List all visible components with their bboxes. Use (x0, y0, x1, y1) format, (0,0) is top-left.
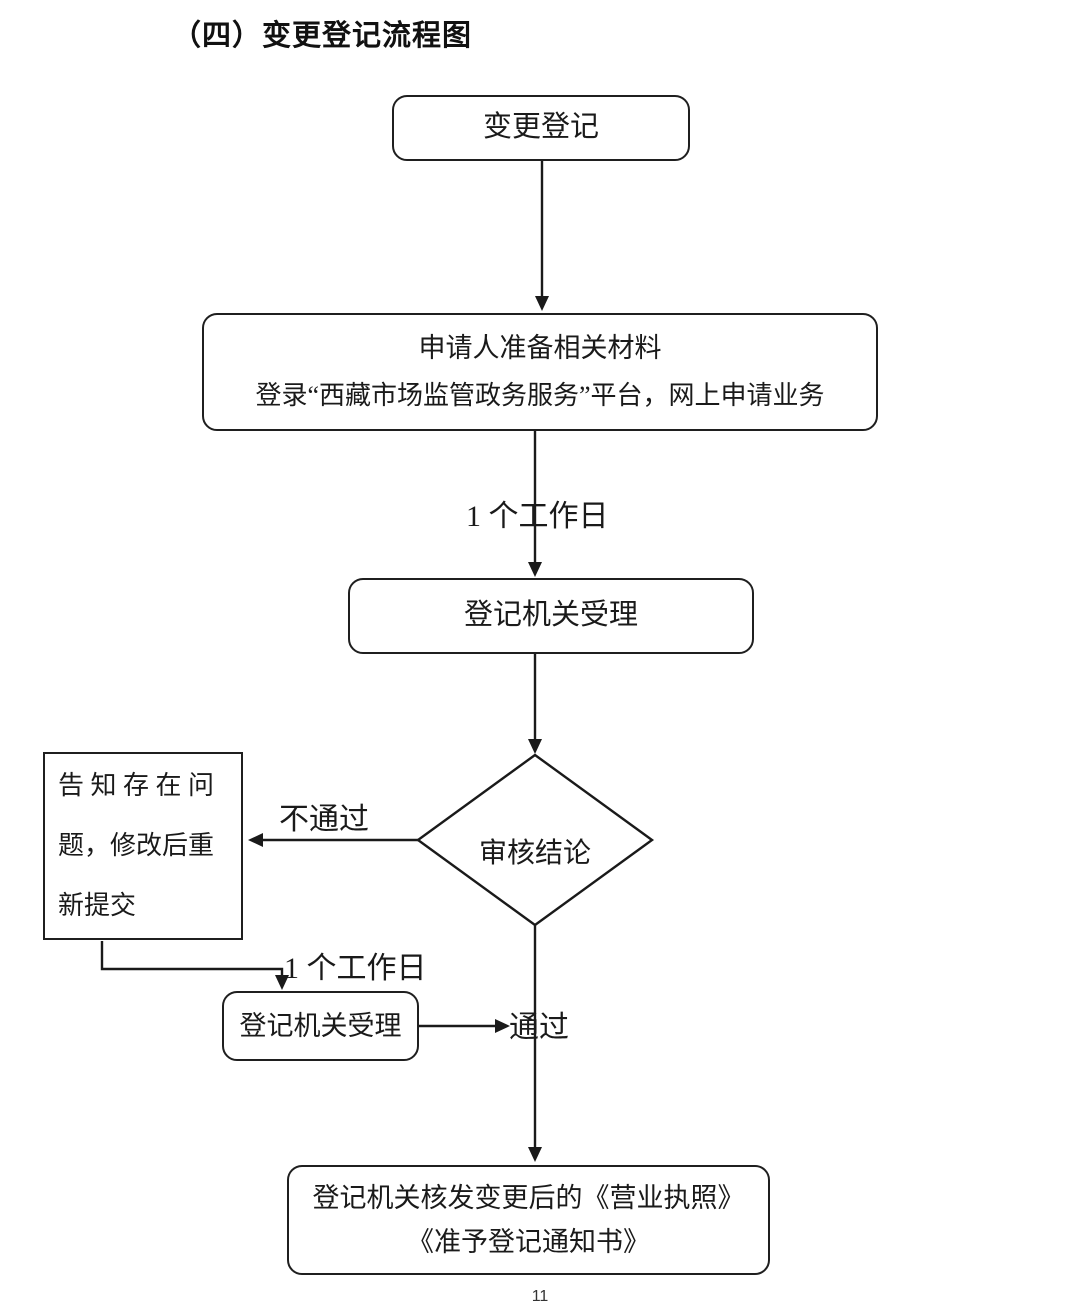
arrowhead-down-result (528, 1147, 542, 1162)
accept2-label: 登记机关受理 (239, 1010, 402, 1041)
prepare-line2: 登录“西藏市场监管政务服务”平台，网上申请业务 (255, 381, 825, 411)
label-passed: 通过 (509, 1011, 569, 1044)
arrowhead-left-fail (248, 833, 263, 847)
accept1-label: 登记机关受理 (463, 599, 638, 632)
arrowhead-right-pass (495, 1019, 510, 1033)
label-workday-1: 1 个工作日 (466, 500, 609, 533)
node-prepare-materials: 申请人准备相关材料 登录“西藏市场监管政务服务”平台，网上申请业务 (202, 313, 878, 431)
decision-label: 审核结论 (478, 838, 591, 869)
prepare-line1: 申请人准备相关材料 (418, 333, 662, 364)
arrowhead-down-3 (528, 739, 542, 754)
node-notify-problems: 告 知 存 在 问 题，修改后重 新提交 (43, 752, 243, 940)
node-start-label: 变更登记 (482, 111, 599, 144)
connector-notify-to-accept2 (100, 941, 284, 979)
node-registry-acceptance-1: 登记机关受理 (348, 578, 754, 654)
notify-line3: 新提交 (58, 891, 137, 920)
notify-line2: 题，修改后重 (58, 831, 215, 860)
notify-line1: 告 知 存 在 问 (58, 771, 215, 800)
node-start-change-registration: 变更登记 (392, 95, 690, 161)
node-registry-acceptance-2: 登记机关受理 (222, 991, 419, 1061)
arrowhead-down-1 (535, 296, 549, 311)
node-issue-license: 登记机关核发变更后的《营业执照》 《准予登记通知书》 (287, 1165, 770, 1275)
result-line2: 《准予登记通知书》 (407, 1226, 650, 1257)
arrowhead-down-accept2 (275, 975, 289, 990)
page-title: （四）变更登记流程图 (172, 20, 473, 52)
page-number: 11 (531, 1288, 549, 1305)
arrowhead-down-2 (528, 562, 542, 577)
result-line1: 登记机关核发变更后的《营业执照》 (312, 1183, 745, 1214)
label-not-passed: 不通过 (279, 803, 369, 836)
label-workday-2: 1 个工作日 (284, 952, 427, 985)
